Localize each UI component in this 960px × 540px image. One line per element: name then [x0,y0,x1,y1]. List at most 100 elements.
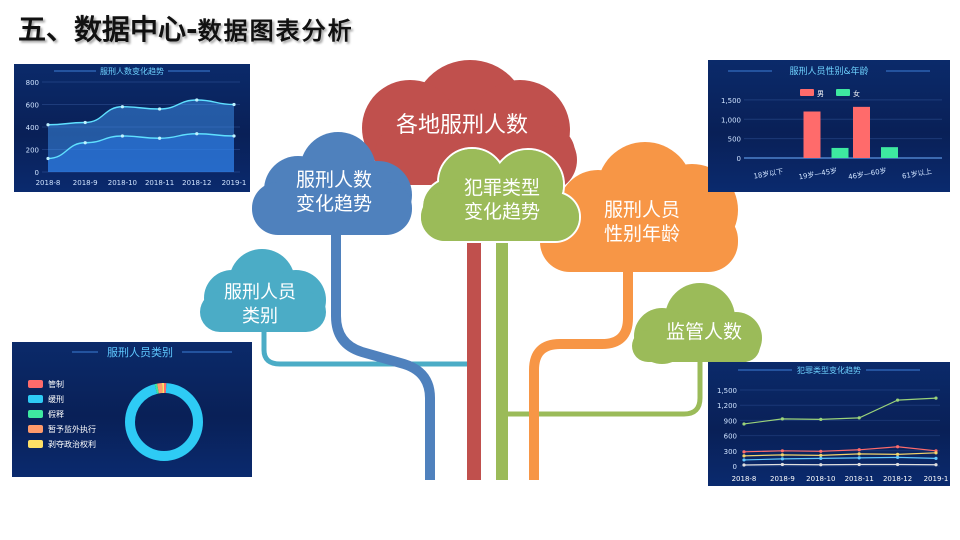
bar [853,106,870,158]
legend-swatch [28,440,43,448]
connector-teal [261,317,473,367]
data-point [120,134,124,138]
data-point [896,398,900,402]
cloud-trend[interactable] [252,132,412,235]
x-tick-label: 2018-9 [770,475,795,483]
cloud-crime-label-1: 犯罪类型 [464,177,540,199]
cloud-category[interactable] [200,249,326,332]
cloud-gender-label-1: 服刑人员 [604,199,680,221]
y-tick-label: 0 [737,155,741,163]
x-tick-label: 2018-11 [845,475,874,483]
legend-swatch [28,410,43,418]
y-tick-label: 300 [724,448,737,456]
cloud-category-label-1: 服刑人员 [224,282,296,303]
panel-category-chart: 服刑人员类别管制缓刑假释暂予监外执行剥夺政治权利 [12,342,252,477]
x-tick-label: 2018-12 [883,475,912,483]
y-tick-label: 0 [35,169,39,177]
series-line [743,446,937,453]
y-tick-label: 500 [728,136,741,144]
x-tick-label: 19岁—45岁 [798,166,838,182]
data-point [742,458,746,462]
cloud-supervision-label: 监管人数 [666,321,742,343]
donut-slice [125,383,203,461]
legend-swatch [800,89,814,96]
legend-label: 剥夺政治权利 [48,439,96,449]
cloud-gender-label-2: 性别年龄 [604,223,680,245]
title-main: 五、数据中心- [18,13,198,46]
x-tick-label: 2018-9 [73,179,98,187]
y-tick-label: 200 [26,147,39,155]
donut-slice [125,383,203,461]
data-point [83,120,87,125]
series-line [47,133,235,160]
data-point [780,462,784,467]
legend-label: 假释 [48,410,64,419]
data-point [857,448,861,452]
x-tick-label: 18岁以下 [753,167,784,181]
y-tick-label: 1,200 [717,402,737,410]
data-point [742,422,746,426]
data-point [819,463,823,467]
stem-green [496,215,508,480]
cloud-trend-label-1: 服刑人数 [296,169,372,191]
data-point [934,463,938,467]
series-line [47,99,235,126]
y-tick-label: 1,500 [721,97,741,105]
cloud-trend-label-2: 变化趋势 [296,193,372,215]
data-point [934,456,938,460]
cloud-supervision[interactable] [632,283,762,364]
data-point [896,462,900,467]
chart-title: 犯罪类型变化趋势 [797,365,861,375]
chart-title: 服刑人员类别 [107,345,173,359]
data-point [896,455,900,459]
data-point [46,123,50,127]
title-sub: 数据图表分析 [197,16,354,45]
series-line [743,397,937,425]
data-point [780,457,784,461]
stem-blue [331,220,435,480]
data-point [896,452,900,456]
x-tick-label: 2019-1 [924,475,949,483]
x-tick-label: 46岁—60岁 [847,166,887,182]
cloud-main-label: 各地服刑人数 [396,113,528,138]
cloud-gender-age[interactable] [540,142,738,272]
data-point [158,136,162,140]
series-line [743,463,937,466]
data-point [780,417,784,421]
data-point [46,156,50,161]
data-point [120,105,124,109]
data-point [158,107,162,111]
bar [831,147,849,158]
data-point [819,453,823,457]
y-tick-label: 600 [26,102,39,110]
legend-label: 暂予监外执行 [48,424,96,434]
y-tick-label: 900 [724,417,737,425]
y-tick-label: 800 [26,79,39,87]
y-tick-label: 1,500 [717,387,737,395]
x-tick-label: 2018-8 [36,179,61,187]
data-point [896,445,900,449]
x-tick-label: 2018-11 [145,179,174,187]
chart-title: 服刑人数变化趋势 [100,66,164,76]
bar [881,147,898,158]
data-point [934,396,938,400]
x-tick-label: 2018-12 [182,179,211,187]
data-point [232,134,236,138]
data-point [857,462,861,467]
legend-swatch [28,425,43,433]
data-point [819,456,823,460]
data-point [195,132,199,136]
data-point [857,456,861,460]
legend-label: 女 [853,89,860,98]
y-tick-label: 0 [733,463,737,471]
legend-label: 管制 [48,379,64,389]
stem-red [467,190,481,480]
y-tick-label: 1,000 [721,116,741,124]
page-title: 五、数据中心- 数据图表分析 [18,8,354,48]
